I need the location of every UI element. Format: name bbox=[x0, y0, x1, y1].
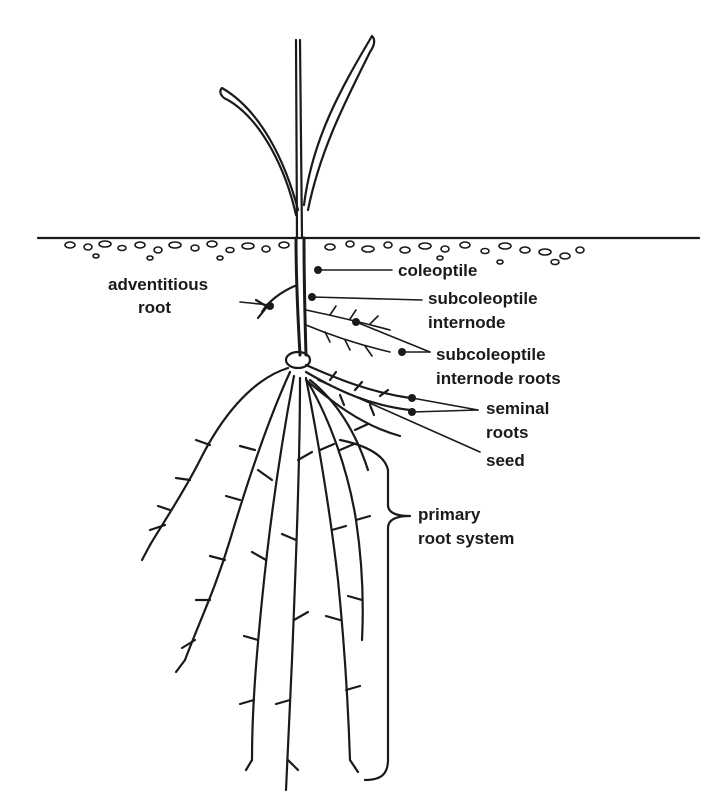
label-subcoleoptile-internode-2: internode bbox=[428, 313, 505, 332]
label-coleoptile: coleoptile bbox=[398, 261, 477, 280]
label-adventitious-root: root bbox=[138, 298, 171, 317]
label-subcoleoptile-roots-2: internode roots bbox=[436, 369, 561, 388]
label-adventitious: adventitious bbox=[108, 275, 208, 294]
label-primary-root-system: root system bbox=[418, 529, 514, 548]
label-seminal-roots: roots bbox=[486, 423, 529, 442]
label-subcoleoptile-internode-1: subcoleoptile bbox=[428, 289, 538, 308]
primary-root-system-lines bbox=[142, 368, 370, 790]
label-seminal: seminal bbox=[486, 399, 549, 418]
label-primary: primary bbox=[418, 505, 481, 524]
underground-stem bbox=[296, 238, 306, 355]
label-seed: seed bbox=[486, 451, 525, 470]
seminal-roots-lines bbox=[306, 365, 410, 436]
soil-particles bbox=[65, 241, 584, 265]
adventitious-root-lines bbox=[256, 285, 297, 318]
shoot bbox=[220, 36, 374, 238]
label-subcoleoptile-roots-1: subcoleoptile bbox=[436, 345, 546, 364]
